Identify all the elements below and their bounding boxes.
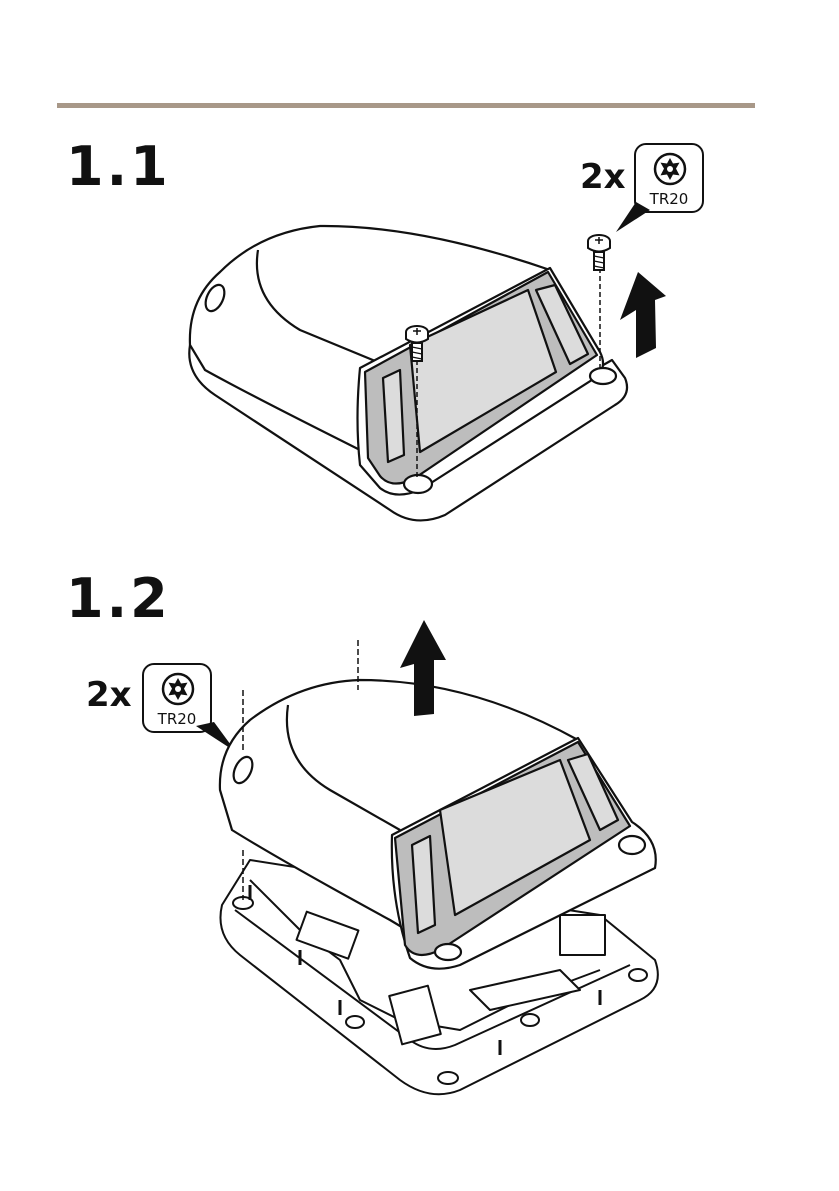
camera-housing-1-1 <box>189 226 627 520</box>
callout-pointer-1-1 <box>616 202 650 232</box>
lift-arrow-1-1 <box>620 272 666 358</box>
screw-1-1-rear <box>588 235 610 270</box>
